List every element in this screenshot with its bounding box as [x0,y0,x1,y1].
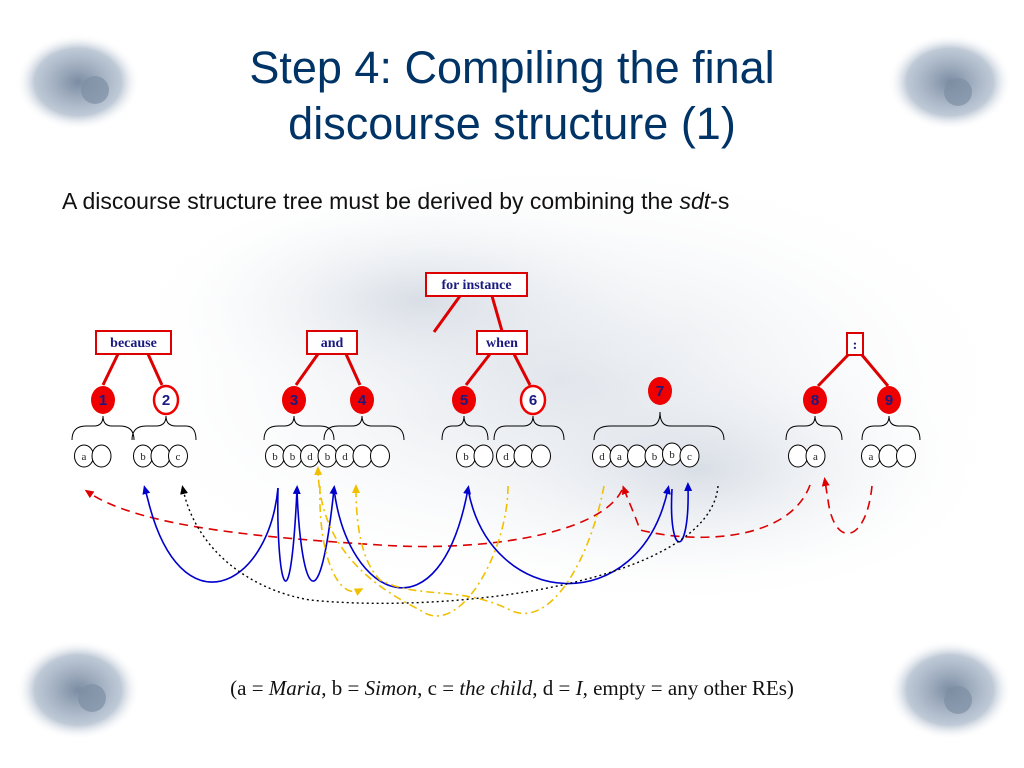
node-6: 6 [519,384,547,416]
arrow-blue-3 [296,485,338,582]
chain-2-label-1: b [140,451,146,463]
chain-5-ellipse-3 [531,444,551,468]
chain-8-ellipse-3 [896,444,916,468]
legend-sep2: , c = [417,676,460,700]
legend-c: the child [459,676,533,700]
legend-open: (a = [230,676,269,700]
chain-6-label-1: d [599,451,605,463]
node-3: 3 [282,386,306,414]
svg-text:2: 2 [162,392,170,409]
chain-8-ellipse-2 [878,444,899,468]
arrow-blue-6 [670,482,693,543]
node-5: 5 [452,386,476,414]
arrow-yellow-2 [352,484,605,615]
arrow-black-1 [180,485,719,604]
chain-2-label-3: c [176,451,181,463]
chain-7-ellipse-1 [788,444,808,468]
svg-text:5: 5 [460,392,468,409]
chain-6-ellipse-3 [627,444,647,468]
chain-3-label-4: b [325,451,331,463]
chain-3-label-1: b [272,451,278,463]
node-4: 4 [350,386,374,414]
chain-3-label-5: d [342,451,348,463]
node-9: 9 [877,386,901,414]
chain-1-label-1: a [82,451,87,463]
chain-5-ellipse-2 [513,444,534,468]
arrow-red-1 [84,489,623,548]
arrow-yellow-1 [314,466,509,617]
svg-text:4: 4 [358,392,367,409]
relation-label-colon: : [853,338,858,353]
node-2: 2 [152,384,180,416]
chain-3-label-2: b [290,451,296,463]
chain-6-label-4: b [652,451,658,463]
svg-text:8: 8 [811,392,819,409]
chain-6-label-6: c [687,451,692,463]
chain-4-ellipse-2 [473,444,494,468]
chain-4-label-1: b [463,451,469,463]
legend-sep1: , b = [321,676,365,700]
legend-sep3: , d = [532,676,576,700]
svg-text:7: 7 [656,383,664,400]
chain-2-ellipse-2 [150,444,171,468]
svg-text:3: 3 [290,392,298,409]
node-7: 7 [648,377,672,405]
curly-braces [71,411,921,441]
arrow-blue-2 [277,485,301,582]
page-title: Step 4: Compiling the final discourse st… [0,40,1024,152]
legend-a: Maria [268,676,322,700]
svg-text:9: 9 [885,392,893,409]
chain-2-ellipse-3 [168,444,188,468]
relation-label-because: because [110,336,157,351]
legend-close: , empty = any other REs) [582,676,794,700]
node-1: 1 [91,386,115,414]
legend-d: I [575,676,583,700]
arrow-blue-1 [142,485,279,583]
arrow-red-2 [621,484,811,539]
title-line-2: discourse structure (1) [288,98,736,149]
relation-box-for-instance: for instance [425,272,528,297]
arrow-blue-4 [333,485,472,589]
svg-text:1: 1 [99,392,107,409]
relation-label-when: when [486,336,518,351]
flower-decoration-top-left-icon [16,34,140,130]
subtitle-italic: sdt [679,188,711,214]
chain-5-label-1: d [503,451,509,463]
coreference-arrows [84,466,873,617]
chain-3-label-3: d [307,451,313,463]
chain-7-label-2: a [813,451,818,463]
flower-decoration-bottom-right-icon [888,640,1012,740]
chain-1-ellipse-2 [91,444,112,468]
chain-6-label-5: b [669,449,675,461]
subtitle-suffix: -s [710,188,730,214]
relation-label-for-instance: for instance [441,278,511,293]
arrow-yellow-3 [319,485,364,596]
legend: (a = Maria, b = Simon, c = the child, d … [0,676,1024,701]
relation-box-and: and [306,330,358,355]
chain-8-label-1: a [869,451,874,463]
chain-3-ellipse-6 [352,444,373,468]
relation-box-colon: : [846,332,864,356]
subtitle-prefix: A discourse structure tree must be deriv… [62,188,680,214]
relation-label-and: and [321,336,344,351]
arrow-blue-5 [467,485,671,585]
title-line-1: Step 4: Compiling the final [249,42,775,93]
arrow-red-3 [821,477,873,534]
relation-box-when: when [476,330,528,355]
chain-7-ellipse-2 [805,444,826,468]
svg-text:6: 6 [529,392,537,409]
subtitle: A discourse structure tree must be deriv… [62,188,729,215]
legend-b: Simon [364,676,418,700]
chain-6-label-2: a [617,451,622,463]
flower-decoration-bottom-left-icon [16,640,140,740]
flower-decoration-top-right-icon [888,34,1012,130]
relation-box-because: because [95,330,172,355]
chain-3-ellipse-7 [370,444,390,468]
chain-6-ellipse-6 [679,444,700,468]
node-8: 8 [803,386,827,414]
tree-edges [101,295,890,388]
